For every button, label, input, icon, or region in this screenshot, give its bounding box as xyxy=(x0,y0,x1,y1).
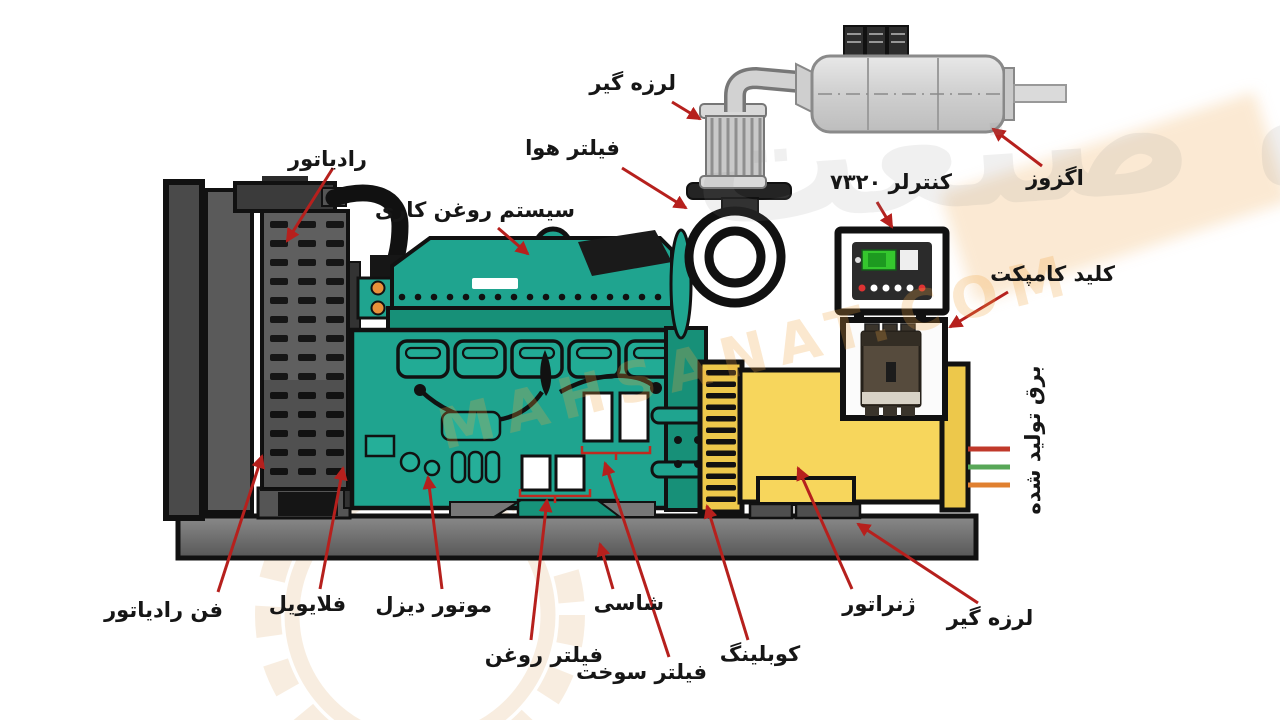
label-vibration-isolator-bottom: لرزه گیر xyxy=(946,606,1034,630)
radiator-grille-slots xyxy=(270,221,344,475)
label-flywheel: فلایویل xyxy=(268,592,347,616)
exhaust-assembly xyxy=(699,25,1067,189)
label-diesel-engine: موتور دیزل xyxy=(375,593,492,617)
output-wires xyxy=(968,446,1010,488)
vibration-mount-shape xyxy=(794,502,862,520)
chassis-bar xyxy=(175,513,979,561)
label-air-filter: فیلتر هوا xyxy=(525,136,620,160)
label-controller-7320: کنترلر ۷۳۲۰ xyxy=(830,170,952,194)
label-coupling: کوبلینگ xyxy=(719,642,801,666)
compact-breaker-box xyxy=(840,317,948,421)
filter-brackets xyxy=(518,446,652,503)
label-fuel-filter: فیلتر سوخت xyxy=(575,660,707,684)
fuel-filter-shape xyxy=(582,391,614,443)
vibration-mount-shape xyxy=(748,502,794,520)
label-compact-breaker: کلید کامپکت xyxy=(990,262,1115,286)
diesel-engine-illustration xyxy=(349,226,708,519)
radiator-assembly xyxy=(163,176,409,521)
controller-buttons xyxy=(858,284,926,292)
label-generator: ژنراتور xyxy=(842,592,916,616)
label-generated-power: برق تولید شده xyxy=(1021,365,1045,515)
fuel-filter-shape xyxy=(618,391,650,443)
label-chassis: شاسی xyxy=(593,591,664,615)
label-exhaust: اگزوز xyxy=(1026,166,1084,190)
oil-filter-shape xyxy=(554,454,586,492)
label-radiator-fan: فن رادیاتور xyxy=(104,598,223,622)
label-radiator: رادیاتور xyxy=(288,147,367,171)
label-oil-system: سیستم روغن کاری xyxy=(374,198,575,222)
oil-filter-shape xyxy=(520,454,552,492)
tail-pipe-shape xyxy=(1013,84,1067,103)
controller-panel xyxy=(834,226,950,322)
head-bolt-dots xyxy=(398,293,662,301)
label-oil-filter: فیلتر روغن xyxy=(484,643,603,667)
pointer-arrows xyxy=(216,100,1043,658)
label-vibration-isolator-top: لرزه گیر xyxy=(589,71,676,95)
